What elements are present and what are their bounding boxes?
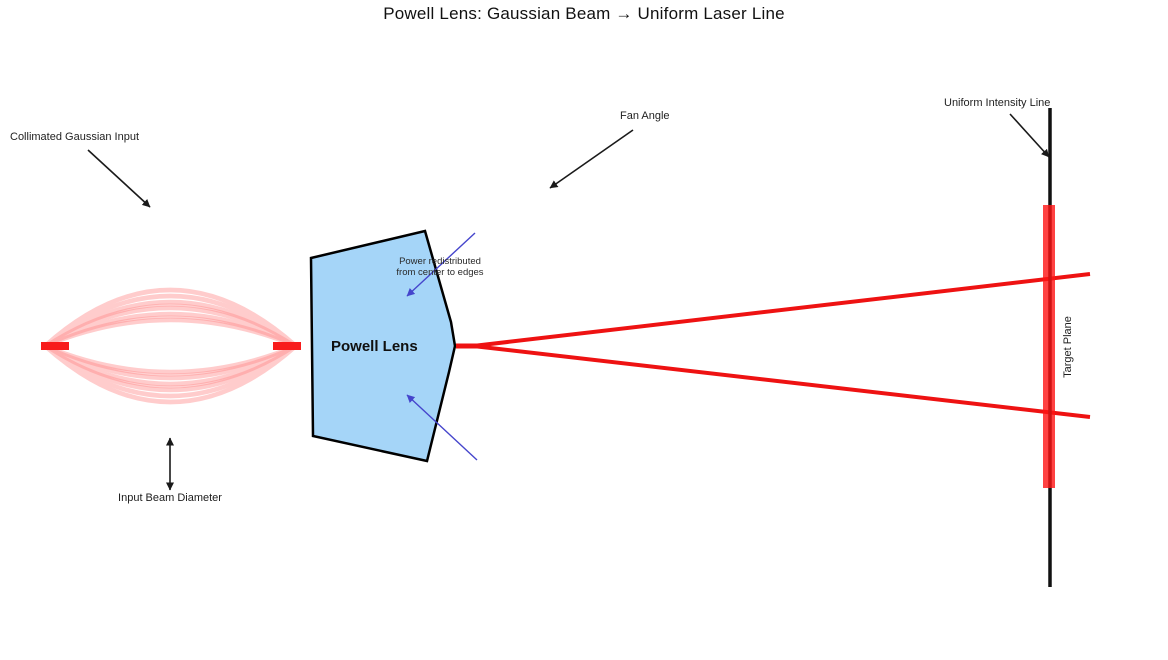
- fan-beam-upper: [472, 272, 1091, 348]
- input-beam-diameter-label: Input Beam Diameter: [118, 492, 222, 504]
- target-plane-label: Target Plane: [1062, 316, 1074, 378]
- power-redistributed-label: Power redistributed from center to edges: [396, 256, 484, 279]
- gaussian-beam-bundle: [42, 287, 299, 405]
- fan-angle-arrow: [549, 129, 634, 189]
- diagram-title: Powell Lens: Gaussian Beam → Uniform Las…: [383, 4, 785, 23]
- powell-lens-shape: [309, 229, 457, 463]
- uniform-intensity-label: Uniform Intensity Line: [944, 97, 1051, 109]
- collimated-input-arrow: [87, 149, 151, 208]
- uniform-intensity-arrow: [1009, 113, 1050, 158]
- collimated-input-label: Collimated Gaussian Input: [10, 131, 140, 143]
- powell-lens-label: Powell Lens: [331, 338, 418, 355]
- power-redistribution-arrow-lower: [406, 394, 478, 461]
- fan-beam-lower: [472, 344, 1091, 419]
- power-redistribution-arrow-upper: [406, 232, 476, 297]
- fan-angle-label: Fan Angle: [620, 110, 670, 122]
